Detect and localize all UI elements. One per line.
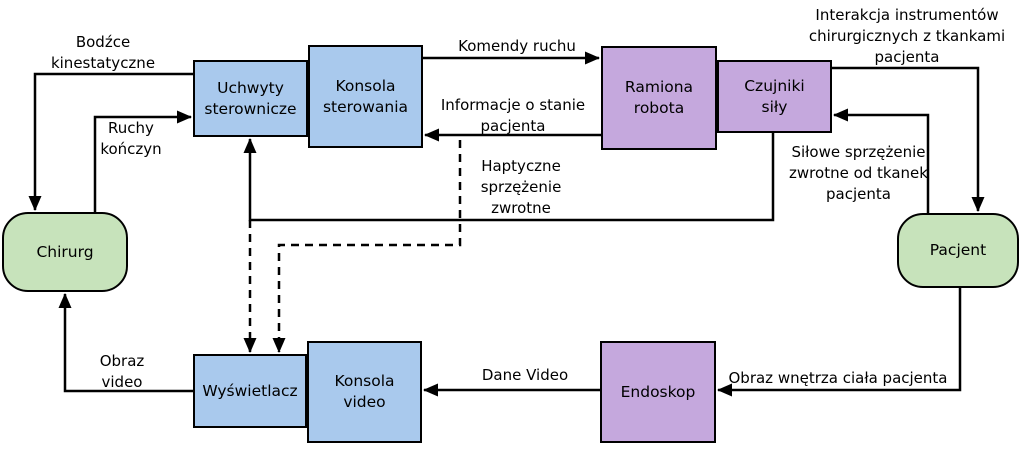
edge-label-obraz-video: Obraz video [99, 352, 145, 391]
node-endoskop: Endoskop [600, 341, 716, 443]
node-ramiona-label: Ramiona robota [624, 78, 694, 117]
edge-bodzce-kinestatyczne [28, 72, 193, 211]
edge-silowe-sprzezenie [833, 108, 930, 213]
node-uchwyty-sterownicze: Uchwyty sterownicze [193, 60, 308, 137]
node-pacjent-label: Pacjent [929, 241, 987, 259]
node-endoskop-label: Endoskop [620, 382, 696, 401]
edge-label-ruchy: Ruchy kończyn [100, 119, 162, 158]
edge-haptyczne-dashed-2 [272, 140, 462, 353]
node-wyswietlacz: Wyświetlacz [193, 354, 307, 428]
edge-label-informacje: Informacje o stanie pacjenta [440, 96, 586, 135]
node-wyswietlacz-label: Wyświetlacz [202, 381, 298, 400]
node-konsola-video: Konsola video [307, 341, 422, 443]
node-pacjent: Pacjent [897, 213, 1019, 288]
node-czujniki-label: Czujniki siły [744, 76, 805, 116]
edge-haptyczne-sprzezenie [243, 133, 775, 222]
node-ramiona-robota: Ramiona robota [601, 46, 717, 150]
node-konsola-sterowania-label: Konsola sterowania [322, 76, 408, 116]
edge-ruchy-konczyn [93, 110, 192, 212]
node-uchwyty-label: Uchwyty sterownicze [204, 78, 297, 118]
node-konsola-video-label: Konsola video [334, 372, 395, 411]
edge-label-interakcja: Interakcja instrumentów chirurgicznych z… [808, 6, 1006, 66]
edge-label-obraz-wnetrza: Obraz wnętrza ciała pacjenta [728, 369, 948, 387]
node-konsola-sterowania: Konsola sterowania [308, 45, 423, 148]
node-czujniki-sily: Czujniki siły [717, 60, 832, 133]
edge-label-bodzce: Bodźce kinestatyczne [50, 33, 156, 72]
edge-label-silowe: Siłowe sprzężenie zwrotne od tkanek pacj… [789, 143, 928, 203]
edge-obraz-video [58, 293, 193, 393]
node-chirurg-label: Chirurg [36, 242, 94, 261]
edge-obraz-wnetrza [717, 288, 962, 397]
edge-label-komendy: Komendy ruchu [458, 37, 576, 55]
edge-label-haptyczne: Haptyczne sprzężenie zwrotne [480, 157, 562, 217]
edge-label-dane-video: Dane Video [481, 366, 569, 384]
edge-interakcja-instrumentow [832, 66, 985, 212]
node-chirurg: Chirurg [2, 212, 128, 292]
